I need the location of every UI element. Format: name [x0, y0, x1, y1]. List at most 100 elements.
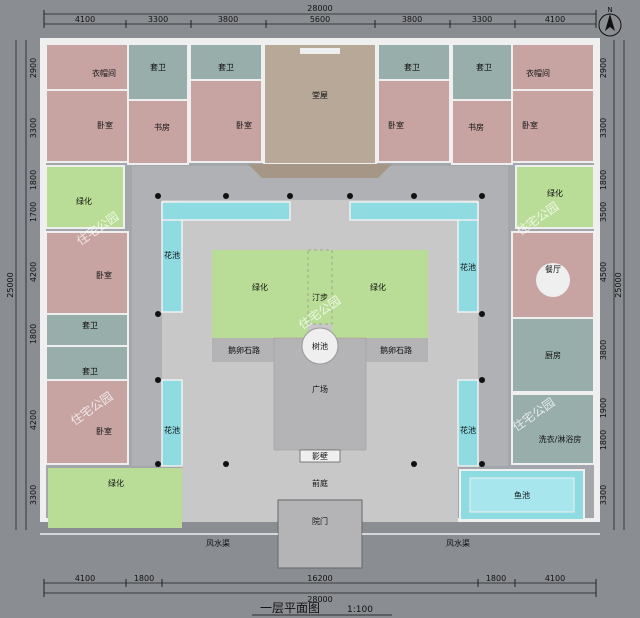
label-cloak-right: 衣帽间: [526, 68, 550, 78]
label-screen-wall: 影壁: [312, 451, 328, 461]
dim-bottom-seg: 4100: [545, 574, 565, 583]
label-flower-pool-r2: 花池: [460, 425, 476, 435]
svg-text:1700: 1700: [29, 202, 38, 222]
dimension-lines: [15, 10, 625, 597]
label-hall: 堂屋: [312, 90, 328, 100]
label-green-left: 绿化: [76, 196, 92, 206]
tree-pond: [301, 327, 339, 365]
svg-text:1900: 1900: [599, 398, 608, 418]
bedroom-top-right: [511, 89, 595, 163]
cloak-room-right: [511, 43, 595, 97]
bedroom-top-left: [45, 89, 129, 163]
svg-text:3300: 3300: [29, 118, 38, 138]
green-left: [45, 165, 125, 229]
svg-text:3300: 3300: [599, 118, 608, 138]
label-study-left: 书房: [154, 122, 170, 132]
label-green-right: 绿化: [547, 188, 563, 198]
dining-table: [536, 263, 570, 297]
label-bedroom-top-left: 卧室: [97, 120, 113, 130]
label-bedroom-mid-left: 卧室: [96, 270, 112, 280]
svg-text:4200: 4200: [29, 262, 38, 282]
green-right: [515, 165, 595, 229]
room-labels: 衣帽间 卧室 套卫 书房 套卫 卧室 堂屋 套卫 卧室 套卫 书房 衣帽间 卧室…: [76, 62, 581, 548]
main-hall: [263, 43, 377, 165]
label-flower-pool-r1: 花池: [460, 262, 476, 272]
label-fish-pond: 鱼池: [514, 490, 530, 500]
svg-text:1800: 1800: [29, 170, 38, 190]
bath-1: [127, 43, 189, 101]
dim-bottom-total: 28000: [307, 595, 332, 604]
bath-mid-left-2: [45, 345, 129, 381]
svg-text:3300: 3300: [599, 485, 608, 505]
dim-bottom-seg: 1800: [486, 574, 506, 583]
dim-top-seg: 4100: [75, 15, 95, 24]
dim-top-seg: 3300: [472, 15, 492, 24]
dim-right-labels: 2900 3300 1800 3500 4500 3800 1900 1800 …: [599, 58, 608, 505]
green-center-left: [212, 250, 308, 338]
dimension-labels: 28000 4100 3300 3800 5600 3800 3300 4100…: [6, 4, 623, 604]
label-cloak-left: 衣帽间: [92, 68, 116, 78]
gate-house: [277, 499, 363, 569]
study-left: [127, 99, 189, 165]
label-green-bottom: 绿化: [108, 478, 124, 488]
label-pebble-left: 鹅卵石路: [228, 345, 260, 355]
label-laundry: 洗衣/淋浴房: [539, 434, 582, 444]
flower-pool-right-1-top: [349, 201, 479, 221]
label-pebble-right: 鹅卵石路: [380, 345, 412, 355]
bath-mid-left-1: [45, 313, 129, 347]
label-bedroom-3: 卧室: [388, 120, 404, 130]
label-bath-3: 套卫: [404, 62, 420, 72]
hall-steps: [248, 164, 392, 178]
svg-text:1800: 1800: [599, 430, 608, 450]
label-bath-mid-left-2: 套卫: [82, 366, 98, 376]
hall-table: [300, 48, 340, 54]
laundry-room: [511, 393, 595, 465]
plan-title: 一层平面图: [260, 601, 320, 615]
bedroom-2: [189, 79, 263, 163]
dim-top-seg: 3800: [402, 15, 422, 24]
label-kitchen: 厨房: [545, 350, 561, 360]
cloak-room-left: [45, 43, 129, 97]
bath-3: [377, 43, 451, 81]
dim-top-seg: 3300: [148, 15, 168, 24]
dim-top-seg: 5600: [310, 15, 330, 24]
svg-text:2900: 2900: [599, 58, 608, 78]
kitchen: [511, 317, 595, 393]
dim-right-total: 25000: [614, 272, 623, 297]
label-green-center-left: 绿化: [252, 282, 268, 292]
bath-2: [189, 43, 263, 81]
label-stepping: 汀步: [312, 293, 328, 302]
label-study-right: 书房: [468, 122, 484, 132]
flower-pool-left-1-top: [161, 201, 291, 221]
bedroom-bottom-left: [45, 379, 129, 465]
svg-text:3500: 3500: [599, 202, 608, 222]
label-bath-1: 套卫: [150, 62, 166, 72]
dim-bottom-inner: 16200: [307, 574, 332, 583]
label-ditch-right: 风水渠: [446, 538, 470, 548]
label-bedroom-2: 卧室: [236, 120, 252, 130]
label-dining: 餐厅: [545, 265, 561, 274]
left-wing: [45, 165, 129, 465]
label-front-yard: 前庭: [312, 478, 328, 488]
columns: [155, 193, 485, 467]
dim-top-total: 28000: [307, 4, 332, 13]
bath-4: [451, 43, 513, 101]
dim-top-seg: 3800: [218, 15, 238, 24]
dim-top-seg: 4100: [545, 15, 565, 24]
dim-bottom-seg: 4100: [75, 574, 95, 583]
stepping-path: [307, 249, 333, 325]
label-flower-pool-l1: 花池: [164, 250, 180, 260]
svg-text:1800: 1800: [29, 324, 38, 344]
svg-text:2900: 2900: [29, 58, 38, 78]
green-bottom-left: [48, 468, 182, 528]
svg-text:4500: 4500: [599, 262, 608, 282]
label-bath-mid-left-1: 套卫: [82, 320, 98, 330]
north-arrow-icon: N: [598, 6, 622, 37]
label-green-center-right: 绿化: [370, 282, 386, 292]
screen-wall: [299, 449, 341, 463]
label-ditch-left: 风水渠: [206, 538, 230, 548]
svg-text:1800: 1800: [599, 170, 608, 190]
label-tree-pond: 树池: [312, 341, 328, 351]
dim-left-total: 25000: [6, 272, 15, 297]
label-bath-2: 套卫: [218, 62, 234, 72]
